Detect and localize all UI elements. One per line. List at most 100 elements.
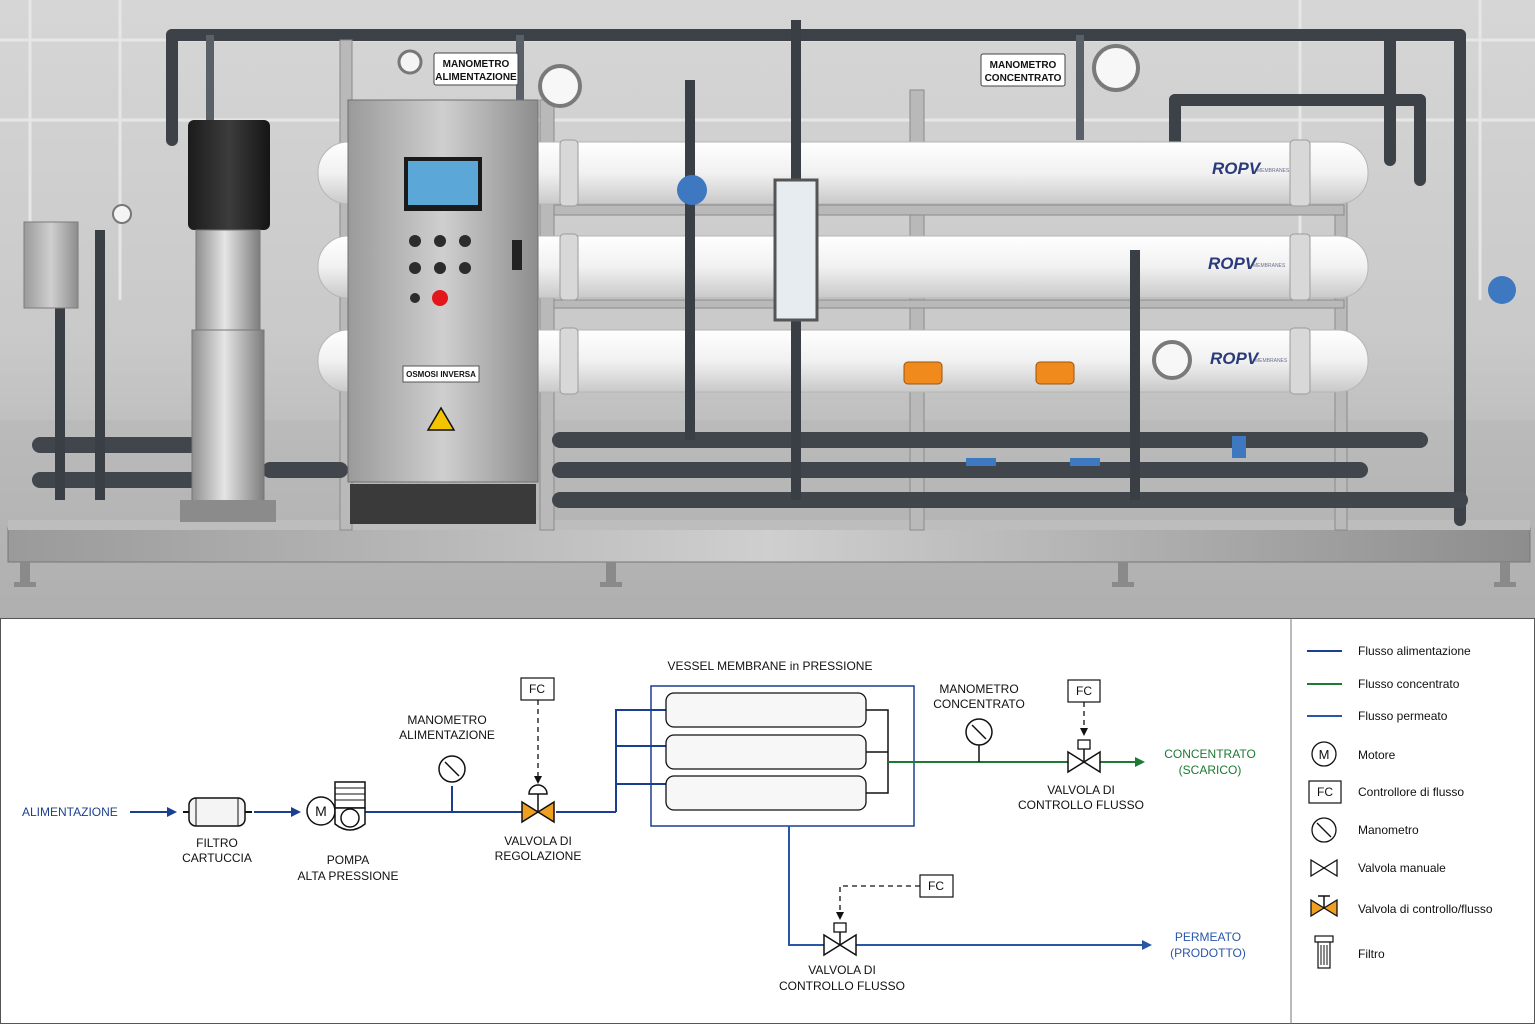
- legend-filter-icon: [1314, 935, 1334, 969]
- cabinet-underside: [350, 484, 536, 524]
- legend-control-valve-icon: [1310, 898, 1326, 918]
- brand-logo-1: ROPV: [1212, 159, 1262, 178]
- permeate-flow-line: [788, 826, 1152, 950]
- pump-stages: [191, 329, 265, 511]
- legend-label-gauge: Manometro: [1358, 823, 1419, 837]
- brand-sub-1: MEMBRANES: [1257, 168, 1290, 174]
- fc-reg-text: FC: [529, 682, 545, 696]
- vessel-top: [317, 141, 1369, 205]
- cabinet-handle: [512, 240, 522, 270]
- conc-gauge-label-1: MANOMETRO: [939, 682, 1018, 696]
- orange-actuators: [903, 361, 1075, 385]
- perm-valve-label-1: VALVOLA DI: [808, 963, 876, 977]
- perm-valve-label-2: CONTROLLO FLUSSO: [779, 979, 905, 993]
- lower-piping: [32, 432, 1468, 508]
- feed-gauge-label-1: MANOMETRO: [407, 713, 486, 727]
- cartridge-filter: [183, 797, 252, 827]
- reg-valve-label-2: REGOLAZIONE: [495, 849, 582, 863]
- conc-gauge-tag: MANOMETRO CONCENTRATO: [980, 53, 1066, 87]
- filter-label-2: CARTUCCIA: [182, 851, 252, 865]
- aux-box: [23, 221, 79, 309]
- feed-flow-line: [130, 709, 666, 817]
- legend-manual-valve-icon: [1310, 858, 1326, 878]
- brand-logo-2: ROPV: [1208, 254, 1258, 273]
- pump-base: [180, 500, 276, 522]
- regulation-valve: FC: [520, 677, 555, 824]
- panel-label: OSMOSI INVERSA: [406, 370, 476, 379]
- conc-gauge-tag-line2: CONCENTRATO: [985, 73, 1062, 84]
- conc-gauge-icon: [1092, 44, 1140, 92]
- conc-valve-label-2: CONTROLLO FLUSSO: [1018, 798, 1144, 812]
- high-pressure-pump: [180, 120, 276, 522]
- skid-base-top: [8, 520, 1530, 530]
- gauge-icon-left: [112, 204, 132, 224]
- membrane-tube-2: [665, 734, 867, 770]
- legend-fc-icon: [1308, 780, 1342, 804]
- conc-gauge-symbol: [965, 718, 993, 746]
- feed-gauge-tag-line1: MANOMETRO: [443, 59, 510, 70]
- vessel-bottom: [317, 329, 1369, 393]
- fc-perm-text: FC: [928, 879, 944, 893]
- membrane-tube-3: [665, 775, 867, 811]
- valve-icon-conc: [1067, 750, 1086, 774]
- feed-gauge-label-2: ALIMENTAZIONE: [399, 728, 495, 742]
- legend-label-fc: Controllore di flusso: [1358, 785, 1464, 799]
- legend-motor-icon: [1311, 741, 1337, 767]
- perm-control-valve: FC: [823, 874, 954, 957]
- hmi-screen: [408, 161, 478, 205]
- pump-symbol: M: [306, 781, 366, 831]
- emergency-stop: [432, 290, 448, 306]
- blue-valves: [677, 175, 1516, 466]
- filter-label-1: FILTRO: [196, 836, 238, 850]
- brand-logo-3: ROPV: [1210, 349, 1260, 368]
- vessel-block: [650, 685, 915, 827]
- brand-sub-2: MEMBRANES: [1253, 263, 1286, 269]
- legend-label-permeate: Flusso permeato: [1358, 709, 1448, 723]
- process-diagram: ALIMENTAZIONE FILTRO CARTUCCIA M POMPA A…: [0, 618, 1535, 1024]
- pump-label-2: ALTA PRESSIONE: [298, 869, 399, 883]
- flow-meter: [773, 178, 819, 322]
- legend-label-concentrate: Flusso concentrato: [1358, 677, 1460, 691]
- feed-gauge-icon: [397, 49, 423, 75]
- vessel-label: VESSEL MEMBRANE in PRESSIONE: [668, 659, 873, 673]
- brand-sub-3: MEMBRANES: [1255, 358, 1288, 364]
- legend-label-control-valve: Valvola di controllo/flusso: [1358, 902, 1493, 916]
- membrane-tubes: [665, 692, 889, 811]
- conc-valve-label-1: VALVOLA DI: [1047, 783, 1115, 797]
- concentrate-label-2: (SCARICO): [1179, 763, 1242, 777]
- legend-label-feed: Flusso alimentazione: [1358, 644, 1471, 658]
- skid-feet: [14, 562, 1516, 587]
- ro-plant-photo: ROPV ROPV ROPV MEMBRANES MEMBRANES MEMBR…: [0, 0, 1535, 618]
- feed-gauge-symbol: [438, 755, 466, 783]
- skid-base: [7, 527, 1531, 563]
- warning-icon: [426, 406, 456, 431]
- legend: Flusso alimentazione Flusso concentrato …: [1307, 644, 1493, 969]
- photo-gauges: [112, 44, 1192, 380]
- gauge-icon: [538, 64, 582, 108]
- valve-icon-perm: [823, 933, 842, 957]
- conc-control-valve: FC: [1067, 679, 1101, 774]
- feed-gauge-tag-line2: ALIMENTAZIONE: [435, 72, 517, 83]
- control-cabinet: OSMOSI INVERSA: [347, 99, 539, 524]
- membrane-vessels: ROPV ROPV ROPV MEMBRANES MEMBRANES MEMBR…: [317, 139, 1369, 395]
- inlet-label: ALIMENTAZIONE: [22, 805, 118, 819]
- panel-plate: [402, 365, 480, 383]
- conc-gauge-label-2: CONCENTRATO: [933, 697, 1025, 711]
- legend-label-filter: Filtro: [1358, 947, 1385, 961]
- fc-conc-text: FC: [1076, 684, 1092, 698]
- legend-fc-text: FC: [1317, 785, 1333, 799]
- conc-gauge-tag-line1: MANOMETRO: [990, 60, 1057, 71]
- membrane-tube-1: [665, 692, 867, 728]
- concentrate-label-1: CONCENTRATO: [1164, 747, 1256, 761]
- vessel-middle: [317, 235, 1369, 299]
- control-valve-icon: [521, 800, 540, 824]
- pump-label-1: POMPA: [327, 853, 369, 867]
- permeate-label-1: PERMEATO: [1175, 930, 1241, 944]
- gauge-icon-lower: [1152, 340, 1192, 380]
- pump-motor: [188, 120, 270, 230]
- motor-symbol-text: M: [315, 803, 327, 819]
- legend-label-manual-valve: Valvola manuale: [1358, 861, 1446, 875]
- permeate-label-2: (PRODOTTO): [1170, 946, 1246, 960]
- pump-coupling: [195, 229, 261, 331]
